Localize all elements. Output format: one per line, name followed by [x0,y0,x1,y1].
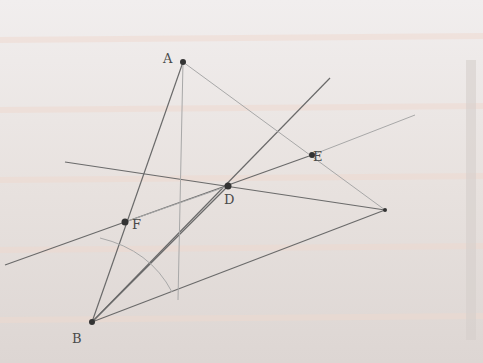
construction-lines [5,62,385,322]
point-label: A [163,52,172,65]
point-label: B [72,332,82,345]
point-label: F [132,218,141,231]
point-label: D [224,193,234,206]
point-label: E [313,150,323,163]
